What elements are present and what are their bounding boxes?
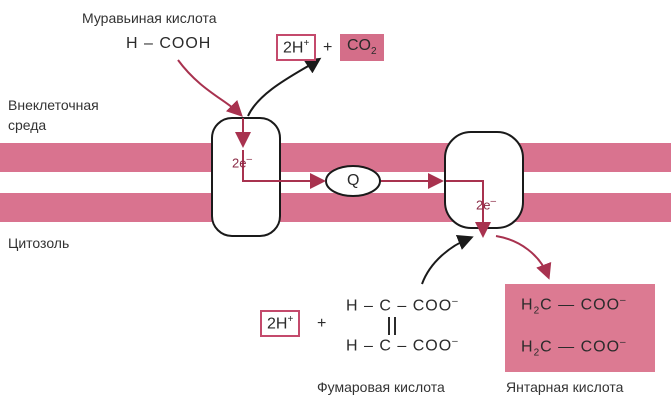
succinate-row2: H2C — COO– [521, 337, 627, 359]
fumarate-row1: H – C – COO– [346, 297, 459, 314]
fumarate-row2-charge: – [452, 336, 459, 347]
extracellular-label-line1: Внеклеточная [8, 97, 99, 113]
plus-sign-bottom: + [317, 315, 328, 332]
fumarate-row2: H – C – COO– [346, 337, 459, 354]
extracellular-label-line2: среда [8, 117, 47, 133]
succinate-row2-c: C [540, 338, 553, 356]
co2-text: CO [347, 37, 371, 54]
fumarate-row1-charge: – [452, 296, 459, 307]
formic-acid-label: Муравьиная кислота [82, 10, 217, 26]
succinate-box [505, 284, 655, 372]
fumarate-entry-arrow [421, 235, 474, 285]
succinate-label: Янтарная кислота [506, 379, 624, 395]
membrane-outer-leaflet [0, 143, 671, 172]
electron-path-to-quinone [242, 150, 326, 189]
succinate-row2-charge: – [620, 337, 627, 348]
succinate-row1: H2C — COO– [521, 295, 627, 317]
succinate-row2-coo: COO [580, 338, 621, 356]
succinate-row1-c: C [540, 296, 553, 314]
fumarate-label: Фумаровая кислота [317, 379, 445, 395]
plus-sign-top: + [323, 39, 334, 56]
two-protons-bottom-text: 2H [267, 315, 288, 333]
succinate-row1-coo: COO [580, 296, 621, 314]
succinate-row1-sub: 2 [533, 305, 541, 317]
electrons-left: 2e– [232, 154, 253, 171]
electrons-left-text: 2e [232, 155, 247, 171]
two-protons-top: 2H+ [276, 34, 317, 62]
fumarate-row1-text: H – C – COO [346, 297, 453, 315]
two-protons-top-text: 2H [283, 39, 304, 57]
succinate-row2-sub: 2 [533, 347, 541, 359]
membrane-inner-leaflet [0, 193, 671, 222]
formate-dehydrogenase-protein [211, 117, 281, 237]
co2-subscript: 2 [371, 46, 377, 58]
quinone-label: Q [347, 172, 361, 189]
succinate-release-arrow [495, 235, 552, 280]
formic-acid-formula: H – COOH [126, 35, 212, 52]
electrons-right: 2e– [476, 196, 497, 213]
proton-charge-bottom: + [287, 314, 294, 325]
succinate-row2-h: H [521, 338, 534, 356]
electron-down-arrow-right [446, 180, 491, 238]
fumarate-row2-text: H – C – COO [346, 337, 453, 355]
quinone-oval [325, 165, 381, 197]
succinate-row1-h: H [521, 296, 534, 314]
product-release-arrow [247, 57, 322, 117]
co2-product: CO2 [340, 34, 384, 62]
electrons-left-charge: – [246, 154, 253, 165]
succinate-row1-charge: – [620, 295, 627, 306]
cytosol-label: Цитозоль [8, 235, 70, 251]
two-protons-bottom: 2H+ [260, 310, 301, 338]
proton-charge-top: + [303, 38, 310, 49]
electrons-right-text: 2e [476, 197, 491, 213]
formate-entry-arrow [177, 59, 243, 117]
electrons-right-charge: – [490, 196, 497, 207]
